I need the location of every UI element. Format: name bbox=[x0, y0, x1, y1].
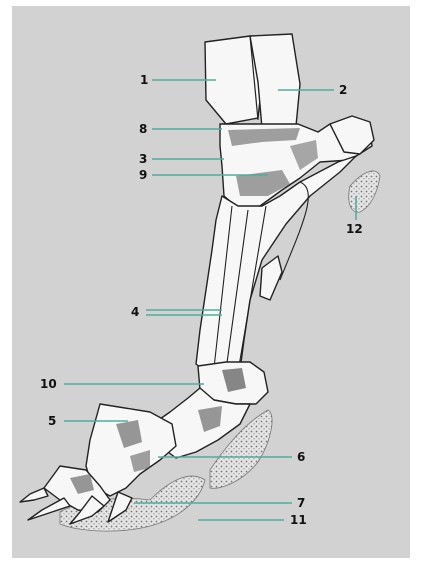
label-8: 8 bbox=[139, 122, 147, 136]
label-1: 1 bbox=[140, 73, 148, 87]
dewclaw-remnant bbox=[260, 256, 282, 300]
label-2: 2 bbox=[339, 83, 347, 97]
label-4: 4 bbox=[131, 305, 139, 319]
label-11: 11 bbox=[290, 513, 307, 527]
label-7: 7 bbox=[297, 496, 305, 510]
label-5: 5 bbox=[48, 414, 56, 428]
claw-1 bbox=[20, 488, 48, 502]
label-3: 3 bbox=[139, 152, 147, 166]
label-6: 6 bbox=[297, 450, 305, 464]
label-10: 10 bbox=[40, 377, 57, 391]
label-9: 9 bbox=[139, 168, 147, 182]
accessory-pad bbox=[349, 171, 380, 212]
label-12: 12 bbox=[346, 222, 363, 236]
